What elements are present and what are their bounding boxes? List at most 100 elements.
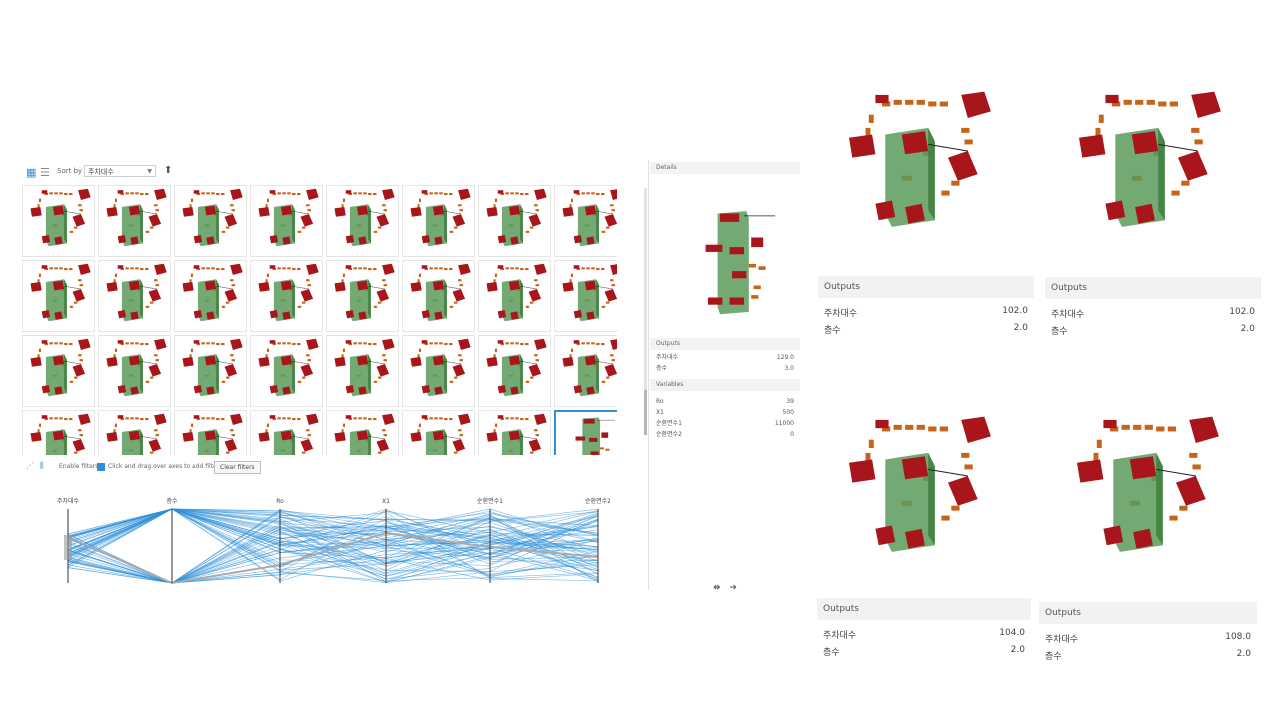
clear-filters-button[interactable]: Clear filters <box>214 461 261 474</box>
design-thumbnail[interactable] <box>554 335 617 407</box>
design-thumbnail[interactable] <box>326 335 399 407</box>
enable-filters-checkbox[interactable] <box>97 463 105 471</box>
design-thumbnail[interactable] <box>326 260 399 332</box>
output-value: 2.0 <box>1013 323 1028 333</box>
design-thumbnail[interactable] <box>402 335 475 407</box>
design-model-image <box>403 186 474 256</box>
design-preview-image[interactable] <box>1050 85 1240 250</box>
design-model-image <box>23 336 94 406</box>
detail-value: 11000 <box>774 420 794 427</box>
design-thumbnail[interactable] <box>98 260 171 332</box>
design-thumbnail[interactable] <box>98 185 171 257</box>
design-thumbnail[interactable] <box>174 410 247 455</box>
design-thumbnail[interactable] <box>174 260 247 332</box>
design-model-image <box>175 411 246 455</box>
output-label: 층수 <box>1045 652 1062 662</box>
axis-filter-brush[interactable] <box>64 535 72 560</box>
design-thumbnail[interactable] <box>478 410 551 455</box>
design-thumbnail[interactable] <box>98 335 171 407</box>
design-line <box>67 508 599 566</box>
output-label: 주차대수 <box>1045 635 1079 645</box>
design-line <box>67 509 599 584</box>
design-thumbnail[interactable] <box>326 185 399 257</box>
design-thumbnail[interactable] <box>250 185 323 257</box>
design-model-image <box>479 411 550 455</box>
prev-arrow-icon[interactable]: ➜ <box>713 583 725 593</box>
design-thumbnail[interactable] <box>554 185 617 257</box>
axis-label: 순환면수1 <box>477 497 503 505</box>
design-thumbnail[interactable] <box>478 185 551 257</box>
design-line <box>67 516 599 584</box>
design-thumbnail[interactable] <box>22 185 95 257</box>
scatter-plot-icon[interactable]: ⋰ <box>26 461 34 470</box>
design-thumbnail[interactable] <box>250 410 323 455</box>
design-thumbnail[interactable] <box>402 260 475 332</box>
design-thumbnail[interactable] <box>478 260 551 332</box>
design-thumbnail[interactable] <box>554 260 617 332</box>
detail-label: 순환면수2 <box>656 431 682 438</box>
sort-select[interactable]: 주차대수 ▼ <box>84 165 156 177</box>
design-line <box>67 533 599 584</box>
design-model-image <box>403 261 474 331</box>
details-model-view[interactable] <box>650 174 800 324</box>
grid-scrollbar-thumb[interactable] <box>644 390 647 435</box>
design-thumbnail[interactable] <box>174 185 247 257</box>
design-model-image <box>99 411 170 455</box>
design-preview-image[interactable] <box>820 85 1010 250</box>
axis-label: X1 <box>382 498 390 505</box>
design-thumbnail[interactable] <box>174 335 247 407</box>
prev-page-icon[interactable]: ➜ <box>713 583 721 593</box>
design-thumbnail[interactable] <box>554 410 617 455</box>
sort-direction-icon[interactable]: ⬆ <box>164 165 173 176</box>
design-model-image <box>479 186 550 256</box>
design-thumbnail[interactable] <box>402 185 475 257</box>
details-title: Details <box>650 162 800 174</box>
chevron-down-icon: ▼ <box>147 168 152 175</box>
design-preview-image[interactable] <box>1048 410 1238 575</box>
design-line <box>67 508 599 578</box>
design-model-image <box>479 336 550 406</box>
output-row: 층수 2.0 <box>818 323 1034 340</box>
design-model-image <box>327 186 398 256</box>
design-thumbnail[interactable] <box>22 260 95 332</box>
design-thumbnail[interactable] <box>98 410 171 455</box>
design-model-image <box>23 261 94 331</box>
output-label: 층수 <box>823 648 840 658</box>
sort-label: Sort by <box>57 167 83 175</box>
design-preview-image[interactable] <box>820 410 1010 575</box>
outputs-title: Outputs <box>818 276 1034 298</box>
parallel-plot-icon[interactable]: ⫼ <box>40 461 44 470</box>
design-model-image <box>251 336 322 406</box>
design-thumbnail[interactable] <box>250 335 323 407</box>
design-model-image <box>251 411 322 455</box>
design-thumbnail[interactable] <box>250 260 323 332</box>
design-line <box>67 508 599 570</box>
design-model-image <box>556 412 617 455</box>
design-thumbnail[interactable] <box>326 410 399 455</box>
detail-label: 주차대수 <box>656 354 679 361</box>
list-view-icon[interactable]: ☰ <box>40 166 50 179</box>
output-value: 2.0 <box>1240 324 1255 334</box>
axis-label: 순환면수2 <box>585 497 610 505</box>
enable-filters-label: Enable filters <box>59 463 99 470</box>
design-model-image <box>99 336 170 406</box>
next-page-icon[interactable]: ➜ <box>729 583 737 593</box>
design-thumbnail[interactable] <box>22 410 95 455</box>
grid-scrollbar[interactable] <box>644 188 647 428</box>
output-label: 층수 <box>824 326 841 336</box>
grid-view-icon[interactable]: ▦ <box>26 166 37 179</box>
design-thumbnail[interactable] <box>478 335 551 407</box>
design-thumbnail[interactable] <box>22 335 95 407</box>
design-line <box>67 536 599 584</box>
output-value: 102.0 <box>1229 307 1255 317</box>
design-thumbnail[interactable] <box>402 410 475 455</box>
detail-value: 3.0 <box>784 365 794 372</box>
